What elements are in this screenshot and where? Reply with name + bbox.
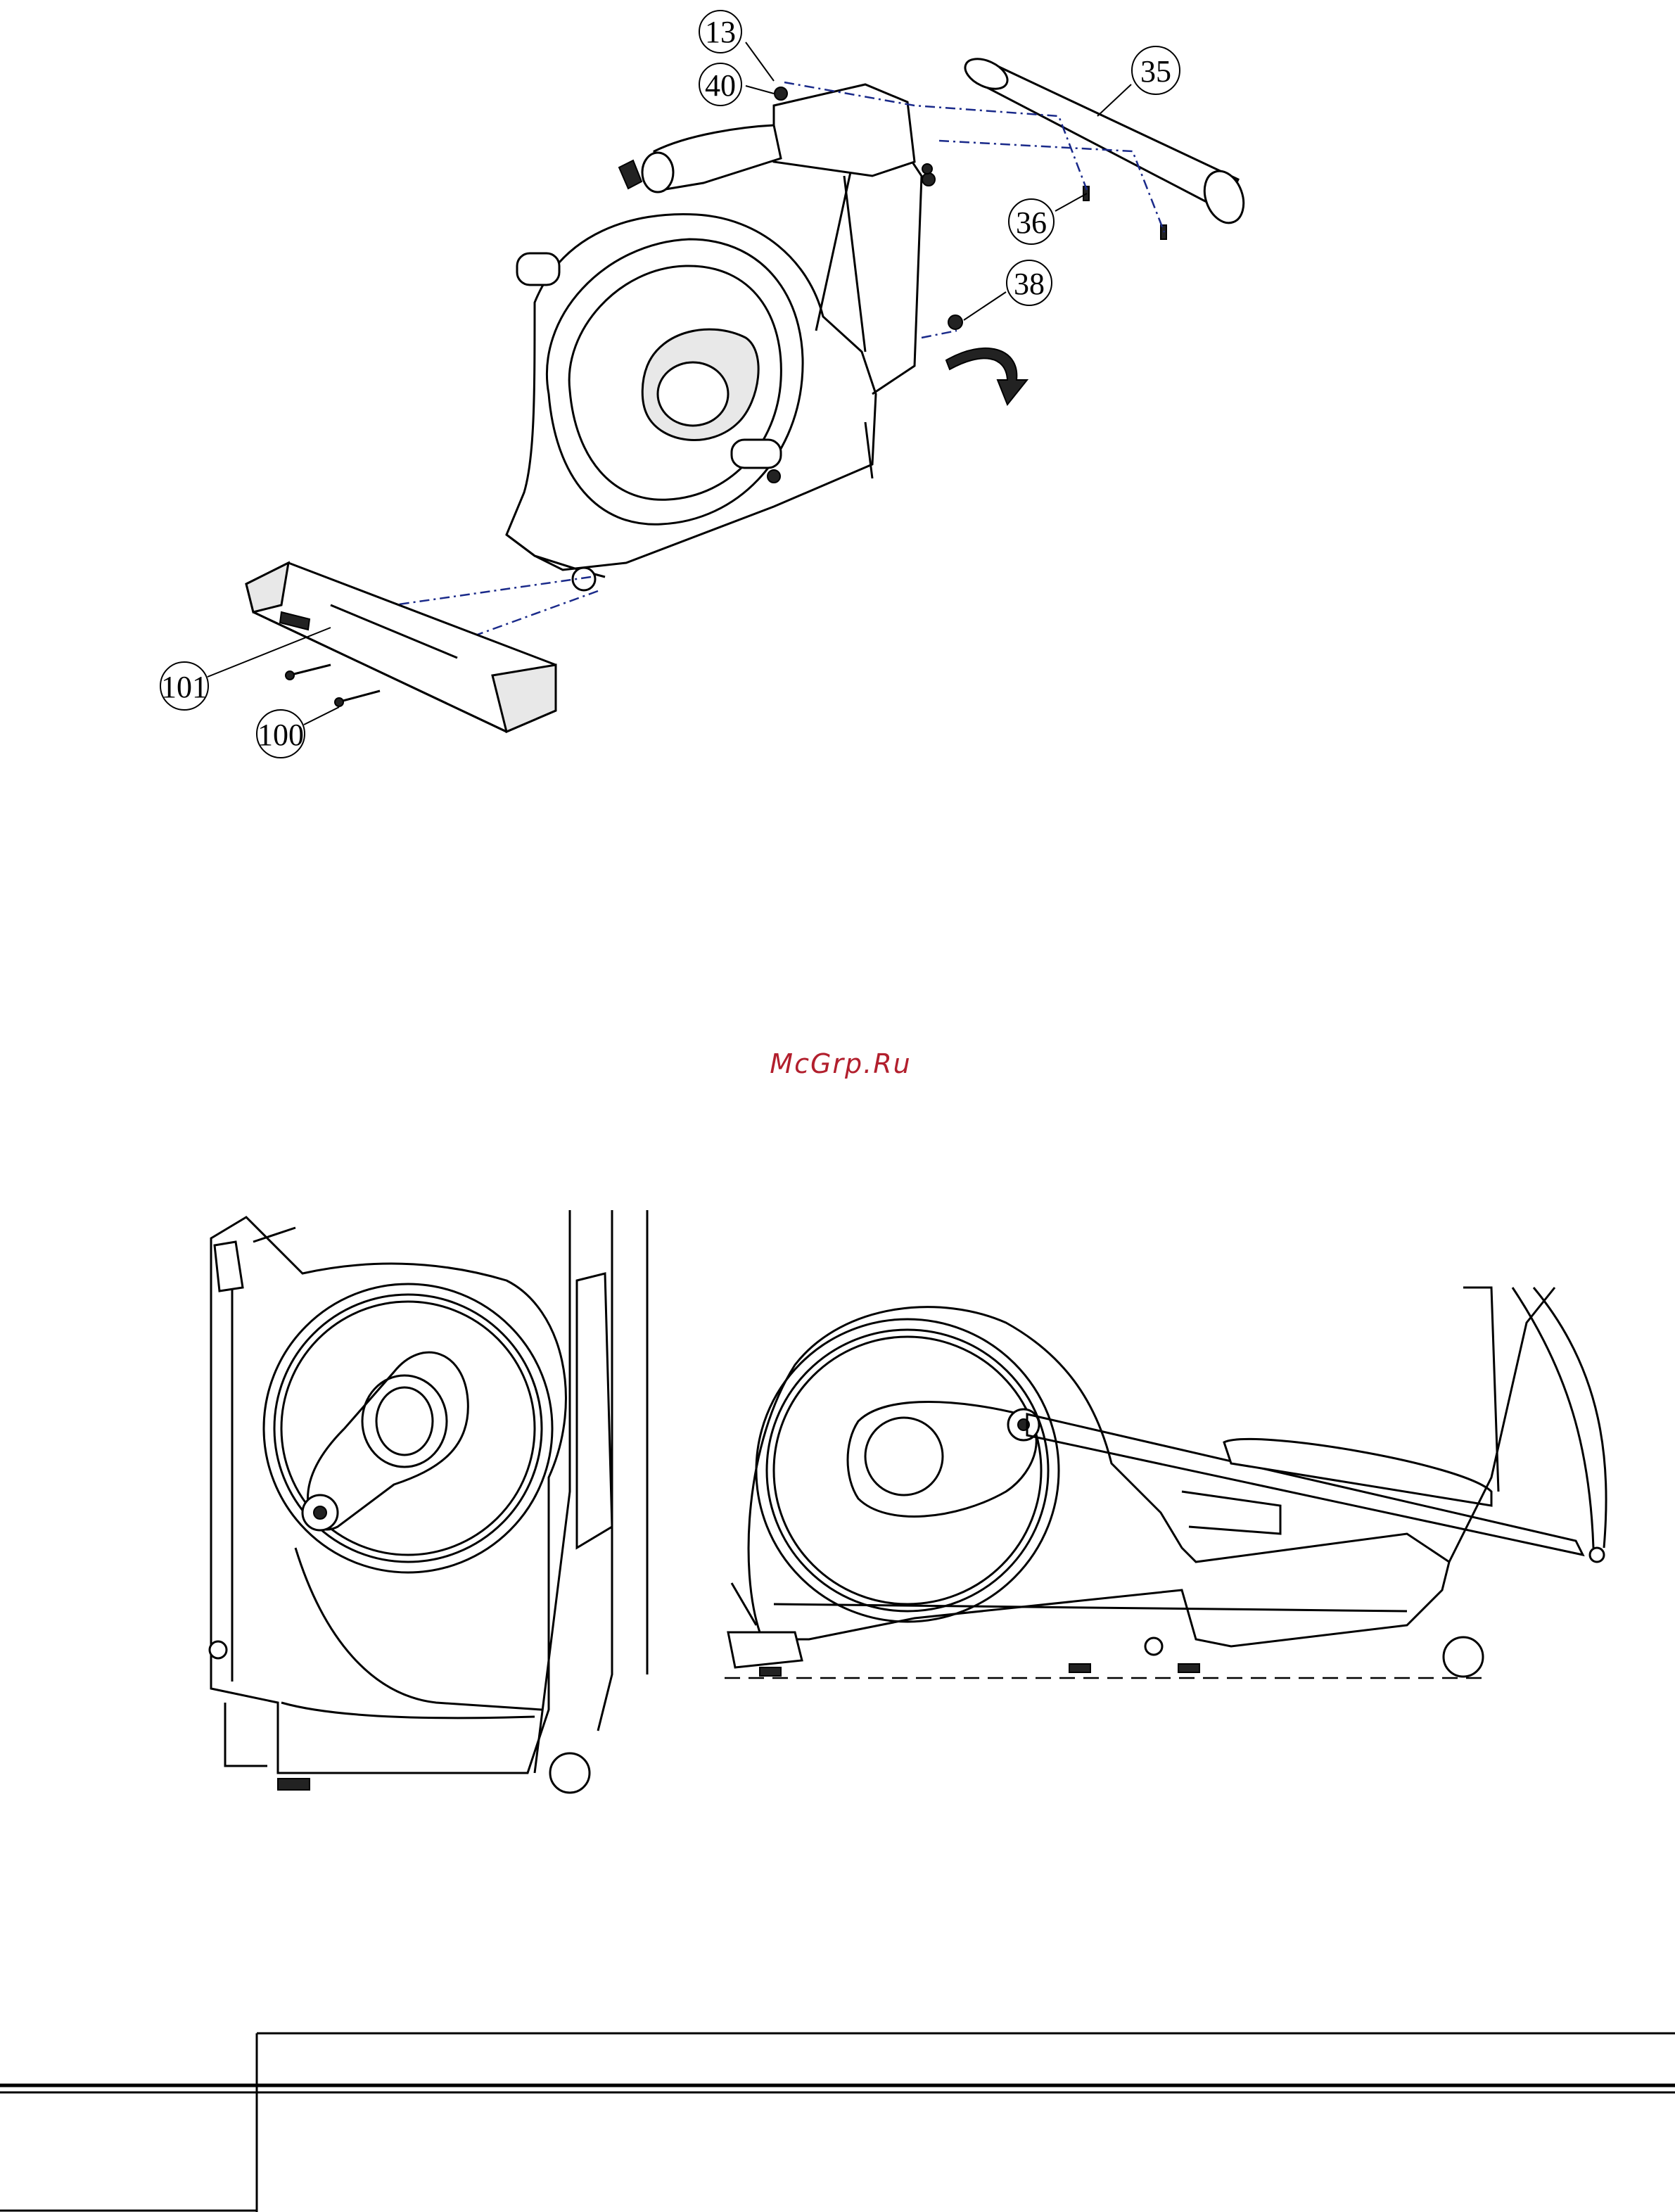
footer-table <box>0 0 1675 2212</box>
manual-page: 13 40 35 36 38 101 1 <box>0 0 1675 2212</box>
